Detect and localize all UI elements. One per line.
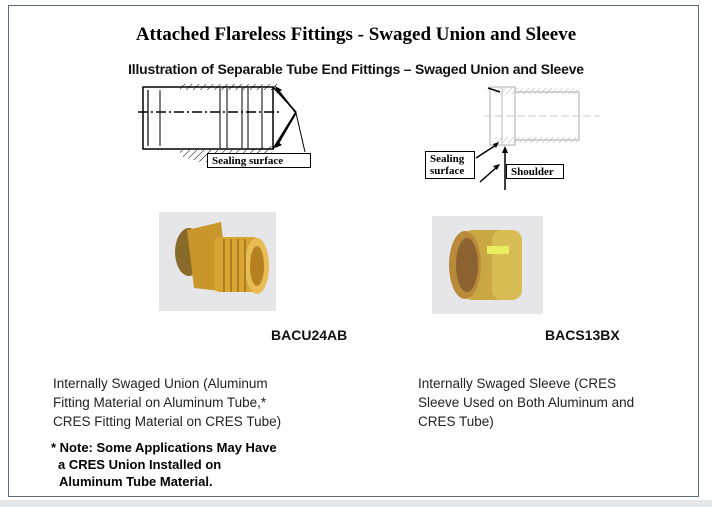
union-description-line: Internally Swaged Union (Aluminum <box>53 376 268 391</box>
sleeve-sealing-surface-label: Sealing surface <box>425 151 475 179</box>
note-line: Aluminum Tube Material. <box>59 474 213 489</box>
note-line: a CRES Union Installed on <box>58 457 222 472</box>
sleeve-description-line: Sleeve Used on Both Aluminum and <box>418 395 635 410</box>
slide-subtitle: Illustration of Separable Tube End Fitti… <box>128 61 584 77</box>
slide-frame <box>8 5 699 497</box>
sleeve-part-number: BACS13BX <box>545 327 620 343</box>
shoulder-label: Shoulder <box>506 164 564 179</box>
sleeve-fitting-image <box>449 230 522 300</box>
union-description-line: CRES Fitting Material on CRES Tube) <box>53 414 282 429</box>
sleeve-description: Internally Swaged Sleeve (CRES Sleeve Us… <box>418 374 634 431</box>
sealing-label-line1: Sealing <box>430 153 465 165</box>
union-description-line: Fitting Material on Aluminum Tube,* <box>53 395 267 410</box>
sealing-surface-label: Sealing surface <box>207 153 311 168</box>
sleeve-description-line: Internally Swaged Sleeve (CRES <box>418 376 617 391</box>
sleeve-photo <box>432 216 543 314</box>
union-fitting-image <box>175 222 269 294</box>
union-part-number: BACU24AB <box>271 327 348 343</box>
sleeve-description-line: CRES Tube) <box>418 414 494 429</box>
note-line: * Note: Some Applications May Have <box>51 440 277 455</box>
sealing-label-line2: surface <box>430 165 465 177</box>
slide-title: Attached Flareless Fittings - Swaged Uni… <box>135 24 577 45</box>
union-description: Internally Swaged Union (Aluminum Fittin… <box>53 374 281 431</box>
union-note: * Note: Some Applications May Have a CRE… <box>51 439 277 490</box>
union-photo <box>159 212 276 311</box>
bottom-band <box>0 500 712 507</box>
